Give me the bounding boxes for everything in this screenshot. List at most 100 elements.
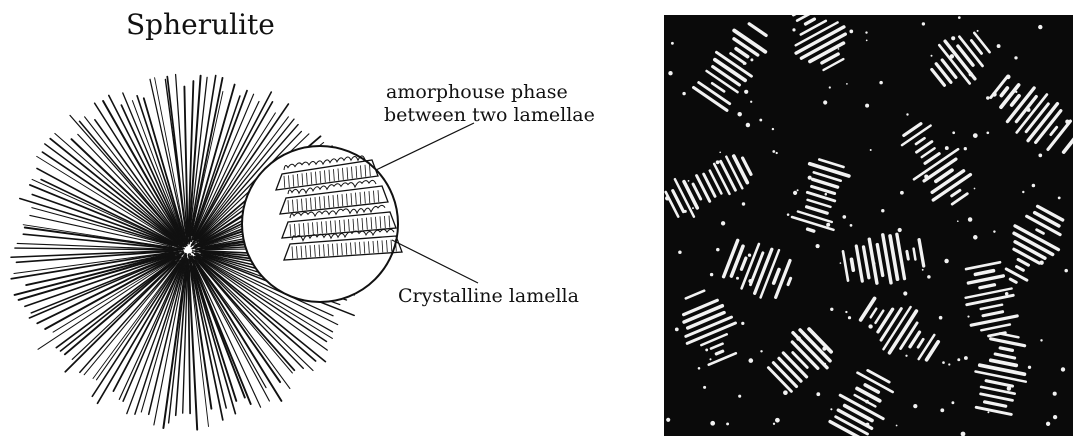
micrograph-speckle — [951, 36, 955, 40]
micrograph-lamella-stripe — [808, 229, 814, 231]
micrograph-speckle — [964, 147, 967, 150]
micrograph-speckle — [743, 63, 745, 65]
micrograph-lamella-stripe — [792, 0, 807, 7]
micrograph-speckle — [1022, 191, 1024, 193]
micrograph-speckle — [906, 113, 908, 115]
micrograph-speckle — [986, 96, 989, 99]
micrograph-speckle — [719, 151, 721, 153]
micrograph-speckle — [924, 175, 928, 179]
micrograph-speckle — [1007, 386, 1011, 390]
micrograph-speckle — [1038, 25, 1042, 29]
micrograph-speckle — [692, 207, 694, 209]
micrograph-lamella-stripe — [907, 251, 908, 259]
micrograph-speckle — [716, 160, 720, 164]
micrograph-speckle — [675, 328, 679, 332]
micrograph-speckle — [973, 133, 978, 138]
micrograph-speckle — [750, 58, 753, 61]
spherulite-ray — [29, 256, 174, 318]
micrograph-speckle — [879, 81, 883, 85]
micrograph-speckle — [865, 31, 867, 33]
micrograph-speckle — [665, 196, 670, 201]
micrograph-speckle — [942, 361, 945, 364]
micrograph-speckle — [1058, 196, 1061, 199]
micrograph-speckle — [830, 408, 832, 410]
micrograph-speckle — [787, 213, 790, 216]
micrograph-speckle — [868, 324, 872, 328]
micrograph-speckle — [945, 146, 949, 150]
micrograph-speckle — [737, 112, 742, 117]
micrograph-speckle — [703, 386, 706, 389]
spherulite-diagram: Spherulite amorphouse phase between two … — [11, 8, 595, 430]
micrograph-speckle — [1040, 339, 1042, 341]
micrograph-speckle — [931, 55, 933, 57]
crystalline-label: Crystalline lamella — [398, 285, 579, 307]
micrograph-speckle — [830, 308, 833, 311]
micrograph-speckle — [688, 180, 690, 182]
micrograph-speckle — [742, 202, 745, 205]
micrograph-speckle — [845, 311, 847, 313]
amorphous-label-line1: amorphouse phase — [386, 81, 568, 103]
micrograph-lamella-stripe — [794, 4, 813, 15]
micrograph-speckle — [958, 16, 961, 19]
micrograph-speckle — [716, 248, 720, 252]
micrograph-speckle — [1006, 295, 1008, 297]
micrograph-speckle — [829, 86, 831, 88]
micrograph-speckle — [726, 422, 729, 425]
micrograph-speckle — [973, 235, 978, 240]
micrograph-speckle — [883, 386, 885, 388]
micrograph-speckle — [1061, 367, 1065, 371]
micrograph-speckle — [848, 316, 851, 319]
micrograph-speckle — [987, 411, 989, 413]
micrograph-speckle — [900, 191, 904, 195]
micrograph-speckle — [772, 150, 775, 153]
micrograph-speckle — [668, 71, 672, 75]
micrograph-speckle — [1053, 415, 1057, 419]
micrograph-speckle — [773, 423, 775, 425]
micrograph-speckle — [825, 193, 828, 196]
micrograph-speckle — [671, 42, 674, 45]
micrograph-speckle — [1064, 269, 1068, 273]
micrograph-speckle — [1028, 366, 1031, 369]
micrograph-speckle — [824, 363, 826, 365]
micrograph-speckle — [1053, 392, 1057, 396]
micrograph-speckle — [744, 90, 748, 94]
micrograph-speckle — [840, 262, 842, 264]
micrograph-speckle — [1026, 108, 1030, 112]
micrograph-speckle — [842, 215, 846, 219]
spherulite-ray — [37, 168, 182, 246]
micrograph-speckle — [738, 395, 741, 398]
micrograph-speckle — [748, 254, 751, 257]
micrograph-speckle — [872, 262, 875, 265]
micrograph-speckle — [666, 418, 670, 422]
micrograph-speckle — [944, 259, 948, 263]
micrograph-speckle — [772, 128, 774, 130]
micrograph-speckle — [682, 92, 685, 95]
micrograph-speckle — [986, 131, 989, 134]
crystalline-leader-line — [392, 240, 478, 283]
micrograph-speckle — [776, 152, 778, 154]
micrograph-speckle — [775, 418, 780, 423]
micrograph-speckle — [1039, 260, 1043, 264]
micrograph-speckle — [793, 191, 797, 195]
micrograph-speckle — [913, 404, 917, 408]
micrograph-speckle — [948, 363, 950, 365]
micrograph-speckle — [967, 316, 969, 318]
micrograph-speckle — [684, 210, 687, 213]
micrograph-speckle — [866, 423, 870, 427]
micrograph-speckle — [1065, 120, 1069, 124]
inset-circle — [242, 146, 398, 302]
micrograph-lamella-stripe — [657, 206, 662, 216]
micrograph-speckle — [709, 358, 711, 360]
micrograph-speckle — [783, 390, 788, 395]
micrograph-speckle — [816, 244, 820, 248]
micrograph-speckle — [898, 228, 902, 232]
micrograph-speckle — [759, 119, 762, 122]
micrograph-speckle — [968, 217, 973, 222]
micrograph-lamella-stripe — [852, 259, 854, 270]
micrograph-speckle — [710, 273, 713, 276]
micrograph-speckle — [992, 92, 997, 97]
micrograph-speckle — [977, 30, 979, 32]
micrograph-speckle — [678, 251, 682, 255]
micrograph-speckle — [796, 336, 801, 341]
micrograph-speckle — [1032, 184, 1036, 188]
